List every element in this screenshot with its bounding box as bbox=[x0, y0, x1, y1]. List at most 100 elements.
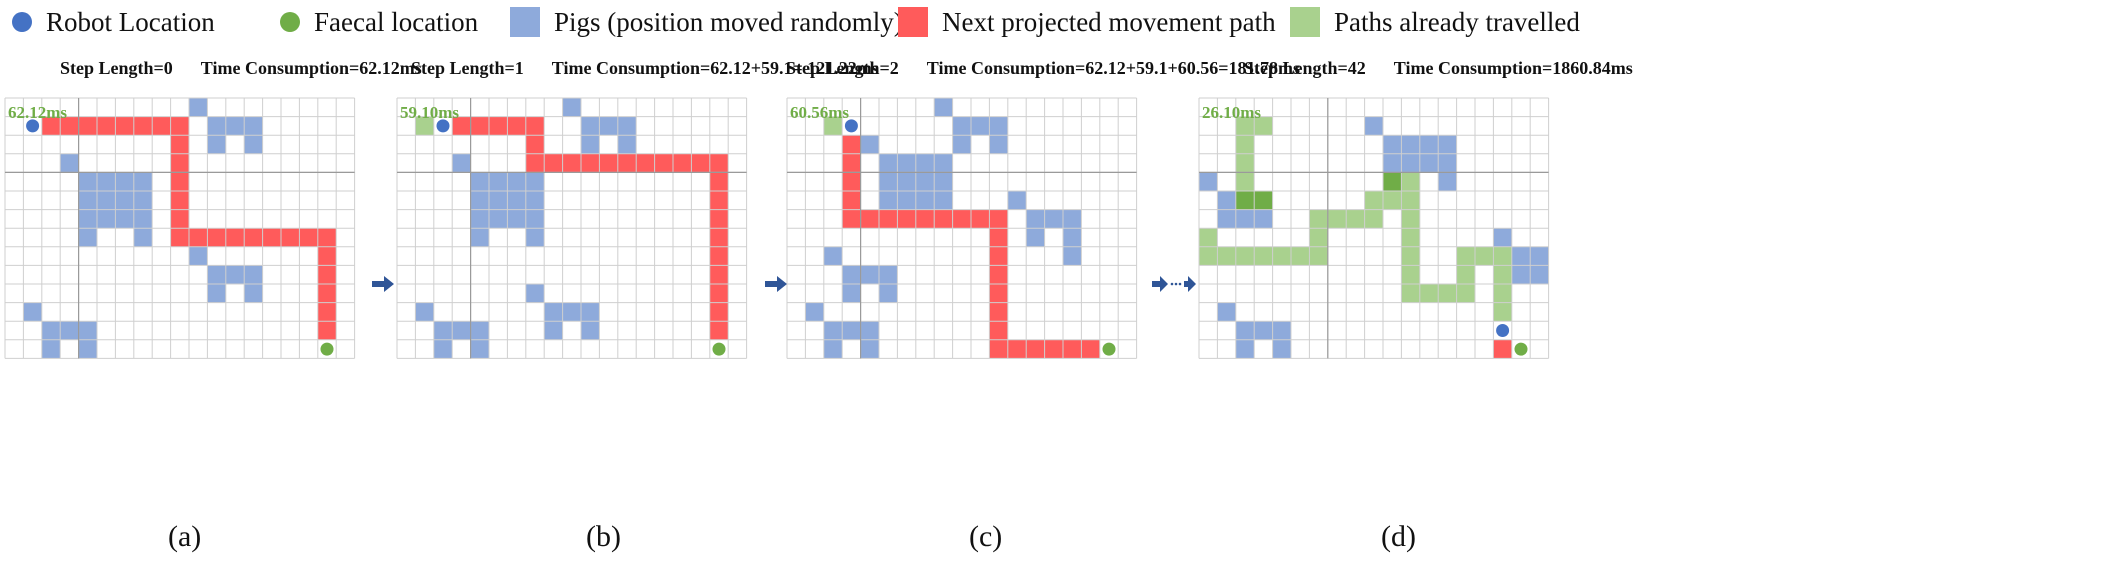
legend-label: Faecal location bbox=[314, 6, 479, 37]
projected-path-cell bbox=[317, 265, 337, 284]
travelled-cell bbox=[1309, 209, 1328, 229]
projected-path-cell bbox=[581, 153, 600, 173]
legend-item-faecal-location: Faecal location bbox=[280, 4, 478, 40]
projected-path-cell bbox=[709, 265, 729, 284]
pig-cell bbox=[452, 153, 471, 173]
travelled-cell bbox=[1217, 246, 1236, 266]
projected-path-cell bbox=[317, 284, 337, 303]
travelled-overlap-cell bbox=[1383, 172, 1402, 191]
projected-path-cell bbox=[152, 116, 171, 136]
pig-cell bbox=[525, 172, 545, 191]
projected-path-cell bbox=[709, 191, 729, 210]
pig-cell bbox=[41, 339, 61, 359]
pig-cell bbox=[952, 116, 971, 136]
pig-cell bbox=[1383, 153, 1402, 173]
pig-cell bbox=[207, 265, 226, 284]
pig-cell bbox=[189, 98, 208, 117]
panel-label-d: (d) bbox=[1381, 520, 1416, 553]
travelled-cell bbox=[1401, 265, 1420, 284]
robot-location-marker bbox=[1496, 324, 1510, 337]
grid-svg bbox=[396, 97, 748, 359]
step-length-text: Step Length=2 bbox=[786, 58, 899, 78]
pig-cell bbox=[244, 265, 263, 284]
pig-cell bbox=[879, 172, 898, 191]
pig-cell bbox=[934, 98, 953, 117]
arrow-a-b-icon bbox=[372, 276, 394, 292]
projected-path-cell bbox=[170, 172, 189, 191]
pig-cell bbox=[1026, 228, 1045, 247]
pig-cell bbox=[897, 172, 916, 191]
pig-cell bbox=[562, 98, 581, 117]
pig-cell bbox=[1217, 191, 1236, 210]
travelled-cell bbox=[1199, 246, 1218, 266]
pig-cell bbox=[1063, 228, 1082, 247]
pig-cell bbox=[78, 191, 97, 210]
projected-path-cell bbox=[989, 339, 1008, 359]
projected-path-cell bbox=[317, 246, 337, 266]
pig-cell bbox=[1401, 135, 1420, 154]
pig-cell bbox=[915, 172, 935, 191]
projected-path-cell bbox=[1026, 339, 1045, 359]
pig-cell bbox=[97, 209, 116, 229]
pig-cell bbox=[433, 321, 453, 340]
pig-cell bbox=[1383, 135, 1402, 154]
travelled-cell bbox=[1383, 191, 1402, 210]
projected-path-cell bbox=[170, 135, 189, 154]
projected-path-cell bbox=[709, 209, 729, 229]
projected-path-icon bbox=[898, 7, 928, 37]
pig-cell bbox=[489, 191, 508, 210]
pig-cell bbox=[1493, 228, 1512, 247]
pig-cell bbox=[562, 302, 581, 322]
projected-path-cell bbox=[97, 116, 116, 136]
projected-path-cell bbox=[989, 228, 1008, 247]
pig-cell bbox=[207, 116, 226, 136]
travelled-cell bbox=[1235, 116, 1255, 136]
projected-path-cell bbox=[78, 116, 97, 136]
projected-path-cell bbox=[207, 228, 226, 247]
cell-time-label: 59.10ms bbox=[400, 103, 460, 122]
pig-cell bbox=[23, 302, 42, 322]
pig-cell bbox=[934, 153, 953, 173]
projected-path-cell bbox=[636, 153, 655, 173]
legend-label: Pigs (position moved randomly) bbox=[554, 6, 903, 37]
pig-cell bbox=[860, 339, 879, 359]
legend-item-pig-cell: Pigs (position moved randomly) bbox=[510, 4, 903, 40]
robot-location-marker bbox=[26, 119, 40, 133]
projected-path-cell bbox=[170, 153, 189, 173]
pig-cell bbox=[78, 209, 97, 229]
pig-cell bbox=[1044, 209, 1063, 229]
travelled-cell bbox=[1364, 191, 1383, 210]
projected-path-cell bbox=[489, 116, 508, 136]
projected-path-cell bbox=[842, 191, 861, 210]
step-length-text: Step Length=42 bbox=[1244, 58, 1366, 78]
travelled-cell bbox=[1235, 135, 1255, 154]
pig-cell bbox=[879, 191, 898, 210]
step-length-text: Step Length=0 bbox=[60, 58, 173, 78]
projected-path-cell bbox=[1044, 339, 1063, 359]
projected-path-cell bbox=[507, 116, 526, 136]
pig-cell bbox=[1235, 339, 1255, 359]
projected-path-cell bbox=[989, 209, 1008, 229]
projected-path-cell bbox=[189, 228, 208, 247]
pig-cell bbox=[1063, 209, 1082, 229]
projected-path-cell bbox=[525, 116, 545, 136]
pig-cell bbox=[41, 321, 61, 340]
travelled-cell bbox=[1401, 191, 1420, 210]
pig-cell bbox=[1530, 246, 1549, 266]
projected-path-cell bbox=[971, 209, 990, 229]
pig-cell bbox=[842, 321, 861, 340]
pig-cell bbox=[1511, 265, 1531, 284]
travelled-cell bbox=[1493, 284, 1512, 303]
projected-path-cell bbox=[709, 228, 729, 247]
arrow-b-c-icon bbox=[765, 276, 787, 292]
pig-cell bbox=[507, 191, 526, 210]
grid-panel-b: 59.10ms bbox=[396, 97, 863, 469]
pig-cell bbox=[525, 284, 545, 303]
pig-cell bbox=[78, 172, 97, 191]
legend-item-travelled-path: Paths already travelled bbox=[1290, 4, 1580, 40]
projected-path-cell bbox=[842, 135, 861, 154]
travelled-cell bbox=[1401, 246, 1420, 266]
pig-cell bbox=[842, 284, 861, 303]
travelled-cell bbox=[1364, 209, 1383, 229]
